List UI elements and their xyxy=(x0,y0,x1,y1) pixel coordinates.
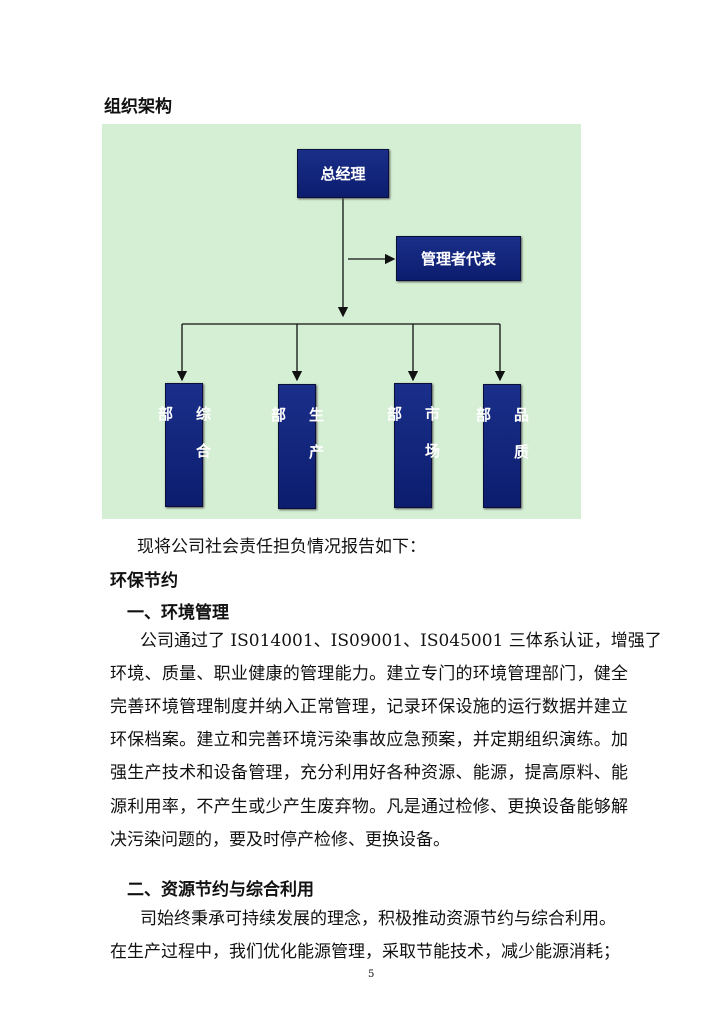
heading-environment: 环保节约 xyxy=(110,571,178,591)
org-box-production-dept: 生产部 xyxy=(269,384,325,509)
paragraph-line: 在生产过程中，我们优化能源管理，采取节能技术，减少能源消耗； xyxy=(110,942,620,962)
paragraph-line: 决污染问题的，要及时停产检修、更换设备。 xyxy=(110,830,450,850)
subheading-env-management: 一、环境管理 xyxy=(127,603,229,623)
paragraph-line: 环境、质量、职业健康的管理能力。建立专门的环境管理部门，健全 xyxy=(110,664,628,684)
paragraph-line: 强生产技术和设备管理，充分利用好各种资源、能源，提高原料、能 xyxy=(110,763,628,783)
org-box-management-rep: 管理者代表 xyxy=(396,236,521,281)
org-box-quality-dept: 品质部 xyxy=(474,384,530,508)
section-title: 组织架构 xyxy=(104,97,172,117)
page-number: 5 xyxy=(368,969,375,980)
paragraph-line: 司始终秉承可持续发展的理念，积极推动资源节约与综合利用。 xyxy=(140,909,616,929)
org-box-general-manager: 总经理 xyxy=(297,149,389,198)
org-box-marketing-dept: 市场部 xyxy=(385,383,441,508)
org-box-general-dept: 综合部 xyxy=(156,383,212,507)
paragraph-line: 公司通过了 IS014001、IS09001、IS045001 三体系认证，增强… xyxy=(140,631,662,651)
subheading-resource-saving: 二、资源节约与综合利用 xyxy=(127,880,314,900)
paragraph-line: 环保档案。建立和完善环境污染事故应急预案，并定期组织演练。加 xyxy=(110,730,628,750)
paragraph-line: 完善环境管理制度并纳入正常管理，记录环保设施的运行数据并建立 xyxy=(110,697,628,717)
paragraph-line: 源利用率，不产生或少产生废弃物。凡是通过检修、更换设备能够解 xyxy=(110,797,628,817)
org-chart-connectors xyxy=(176,197,506,382)
intro-text: 现将公司社会责任担负情况报告如下： xyxy=(137,537,426,557)
org-chart: 总经理 管理者代表 综合部 生产部 市场部 品质部 xyxy=(102,124,581,519)
